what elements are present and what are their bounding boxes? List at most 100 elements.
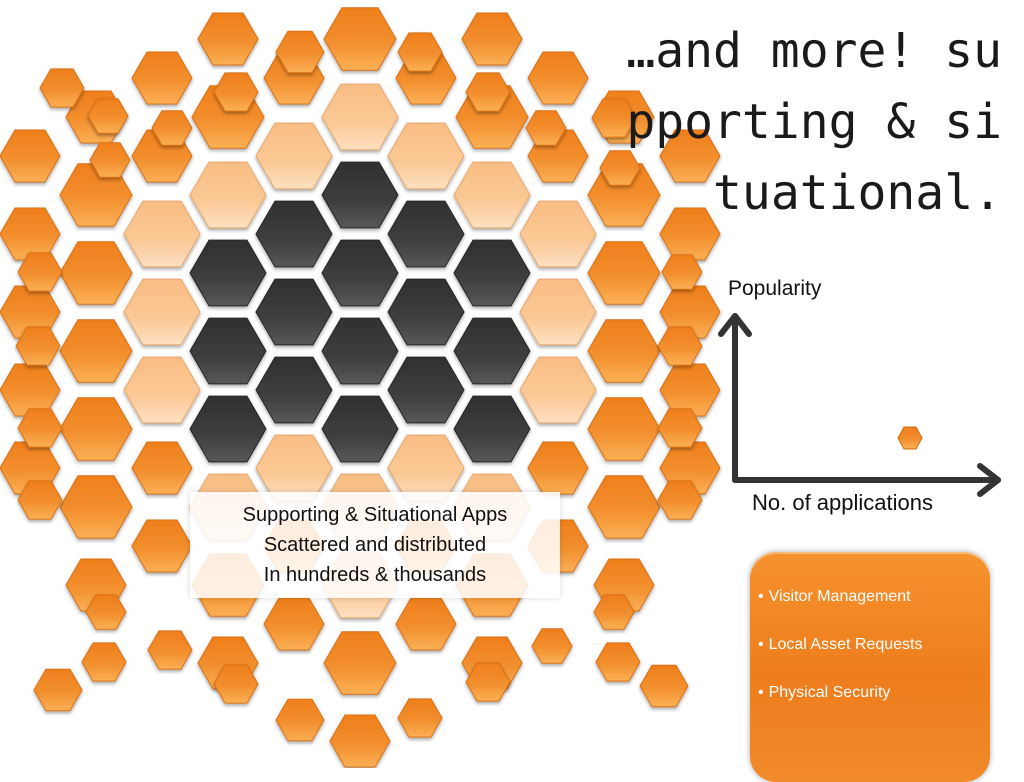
application-list-panel: •Visitor Management •Local Asset Request… xyxy=(750,552,990,782)
dark-hexagon xyxy=(453,395,531,463)
orange-hexagon xyxy=(15,326,61,366)
orange-hexagon xyxy=(85,594,127,630)
orange-hexagon xyxy=(397,32,443,72)
orange-hexagon xyxy=(33,668,83,712)
peach-hexagon xyxy=(519,200,597,268)
list-item-label: Physical Security xyxy=(768,684,891,701)
y-axis-label: Popularity xyxy=(728,277,822,300)
y-axis-arrowhead xyxy=(718,313,752,337)
dark-hexagon xyxy=(255,200,333,268)
orange-hexagon xyxy=(81,642,127,682)
bullet-icon: • xyxy=(758,588,764,605)
dark-hexagon xyxy=(321,317,399,385)
orange-hexagon xyxy=(213,72,259,112)
orange-hexagon xyxy=(461,12,523,66)
peach-hexagon xyxy=(387,122,465,190)
orange-hexagon xyxy=(587,475,661,539)
orange-hexagon xyxy=(599,150,641,186)
bullet-icon: • xyxy=(758,684,764,701)
caption-box: Supporting & Situational Apps Scattered … xyxy=(190,492,560,598)
orange-hexagon xyxy=(465,72,511,112)
orange-hexagon xyxy=(131,441,193,495)
orange-hexagon xyxy=(17,252,63,292)
orange-hexagon xyxy=(329,714,391,768)
dark-hexagon xyxy=(189,239,267,307)
peach-hexagon xyxy=(123,200,201,268)
orange-hexagon xyxy=(0,129,61,183)
dark-hexagon xyxy=(321,239,399,307)
orange-hexagon xyxy=(263,597,325,651)
orange-hexagon xyxy=(657,408,703,448)
orange-hexagon xyxy=(639,664,689,708)
dark-hexagon xyxy=(321,161,399,229)
popularity-graph xyxy=(718,313,1001,497)
orange-hexagon xyxy=(531,628,573,664)
caption-line: Supporting & Situational Apps xyxy=(242,504,508,526)
dark-hexagon xyxy=(255,356,333,424)
orange-hexagon xyxy=(525,110,567,146)
orange-hexagon xyxy=(275,30,325,74)
orange-hexagon xyxy=(587,397,661,461)
peach-hexagon xyxy=(453,161,531,229)
peach-hexagon xyxy=(123,356,201,424)
peach-hexagon xyxy=(255,122,333,190)
orange-hexagon xyxy=(59,475,133,539)
dark-hexagon xyxy=(189,395,267,463)
orange-hexagon xyxy=(397,698,443,738)
orange-hexagon xyxy=(39,68,85,108)
orange-hexagon xyxy=(0,363,61,417)
peach-hexagon xyxy=(123,278,201,346)
orange-hexagon xyxy=(587,319,661,383)
orange-hexagon xyxy=(661,254,703,290)
list-item: •Visitor Management xyxy=(758,588,990,636)
application-list: •Visitor Management •Local Asset Request… xyxy=(750,552,990,732)
orange-hexagon xyxy=(87,98,129,134)
orange-hexagon xyxy=(59,397,133,461)
orange-hexagon xyxy=(595,642,641,682)
list-item-label: Local Asset Requests xyxy=(768,636,923,653)
orange-hexagon xyxy=(465,662,511,702)
caption-line: Scattered and distributed xyxy=(263,534,487,556)
orange-hexagon xyxy=(213,664,259,704)
peach-hexagon xyxy=(519,278,597,346)
orange-hexagon xyxy=(0,207,61,261)
orange-hexagon xyxy=(275,698,325,742)
orange-hexagon xyxy=(197,12,259,66)
x-axis-arrowhead xyxy=(977,463,1001,497)
orange-hexagon xyxy=(527,51,589,105)
list-item: •Local Asset Requests xyxy=(758,636,990,684)
dark-hexagon xyxy=(387,356,465,424)
hexagon-marker xyxy=(897,426,923,450)
orange-hexagon xyxy=(147,630,193,670)
dark-hexagon xyxy=(321,395,399,463)
orange-hexagon xyxy=(593,594,635,630)
orange-hexagon xyxy=(0,285,61,339)
orange-hexagon xyxy=(131,51,193,105)
orange-hexagon xyxy=(659,129,721,183)
caption-line: In hundreds & thousands xyxy=(263,564,487,586)
orange-hexagon xyxy=(131,519,193,573)
orange-hexagon xyxy=(17,480,63,520)
orange-hexagon xyxy=(89,142,131,178)
dark-hexagon xyxy=(255,278,333,346)
list-item: •Physical Security xyxy=(758,684,990,732)
list-item-label: Visitor Management xyxy=(768,588,911,605)
dark-hexagon xyxy=(453,239,531,307)
orange-hexagon xyxy=(527,441,589,495)
orange-hexagon xyxy=(17,408,63,448)
orange-hexagon xyxy=(591,98,637,138)
orange-hexagon xyxy=(395,597,457,651)
dark-hexagon xyxy=(453,317,531,385)
peach-hexagon xyxy=(519,356,597,424)
orange-hexagon xyxy=(323,631,397,695)
dark-hexagon xyxy=(387,200,465,268)
orange-hexagon xyxy=(657,326,703,366)
orange-hexagon xyxy=(587,241,661,305)
dark-hexagon xyxy=(387,278,465,346)
orange-hexagon xyxy=(59,319,133,383)
orange-hexagon xyxy=(59,163,133,227)
bullet-icon: • xyxy=(758,636,764,653)
peach-hexagon xyxy=(321,83,399,151)
orange-hexagon xyxy=(59,241,133,305)
